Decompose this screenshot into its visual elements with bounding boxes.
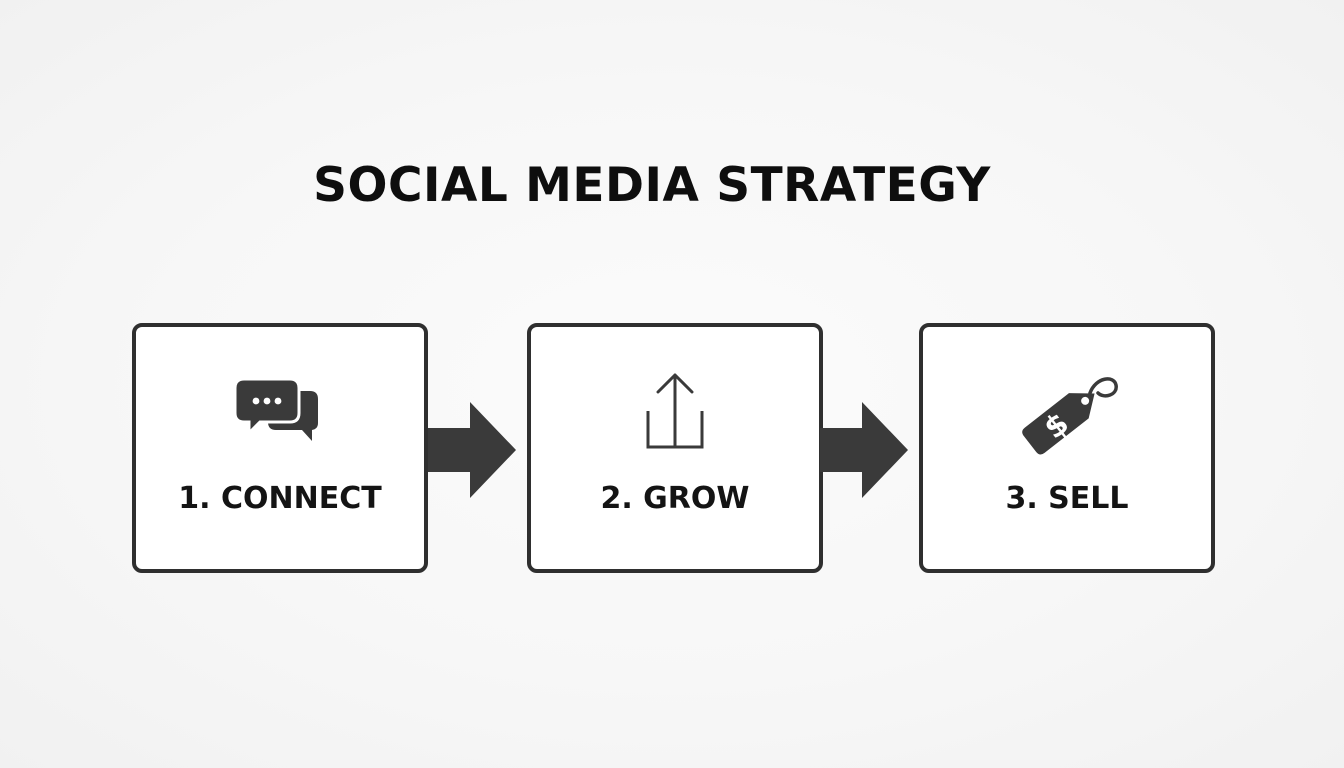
upload-icon — [531, 371, 819, 451]
arrow-right-icon — [820, 402, 908, 498]
step-label: 2. GROW — [600, 481, 750, 516]
step-label: 1. CONNECT — [178, 481, 382, 516]
step-label: 3. SELL — [1005, 481, 1129, 516]
diagram-title: SOCIAL MEDIA STRATEGY — [313, 158, 991, 213]
step-box-sell: $ 3. SELL — [919, 323, 1215, 573]
price-tag-icon: $ — [923, 371, 1211, 455]
chat-bubbles-icon — [136, 371, 424, 451]
arrow-right-icon — [428, 402, 516, 498]
step-box-connect: 1. CONNECT — [132, 323, 428, 573]
step-box-grow: 2. GROW — [527, 323, 823, 573]
